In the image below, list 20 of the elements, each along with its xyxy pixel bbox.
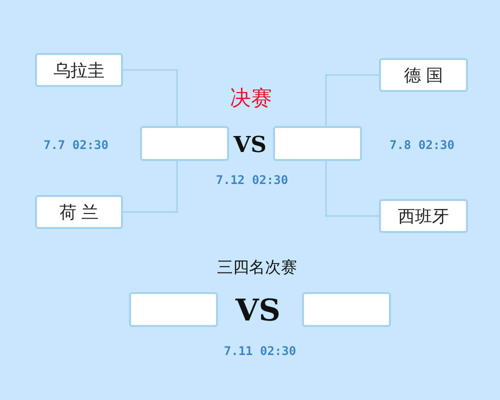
vs-label: VS	[234, 132, 266, 158]
team-box: 西班牙	[379, 199, 468, 233]
empty-box	[302, 292, 391, 327]
bracket-line	[325, 74, 379, 126]
match-time: 7.8 02:30	[389, 138, 455, 152]
match-time: 7.12 02:30	[216, 173, 288, 187]
match-time: 7.11 02:30	[224, 344, 296, 358]
empty-box	[273, 126, 362, 161]
team-box: 德 国	[379, 58, 468, 92]
bracket-line	[325, 161, 379, 217]
empty-box	[129, 292, 218, 327]
vs-label: VS	[236, 294, 280, 328]
section-heading: 三四名次赛	[217, 258, 297, 278]
team-box: 乌拉圭	[35, 53, 123, 87]
bracket-line	[123, 161, 178, 213]
team-box: 荷 兰	[35, 195, 123, 229]
title: 决赛	[230, 85, 272, 112]
match-time: 7.7 02:30	[43, 138, 109, 152]
empty-box	[140, 126, 229, 161]
bracket-line	[123, 69, 178, 126]
